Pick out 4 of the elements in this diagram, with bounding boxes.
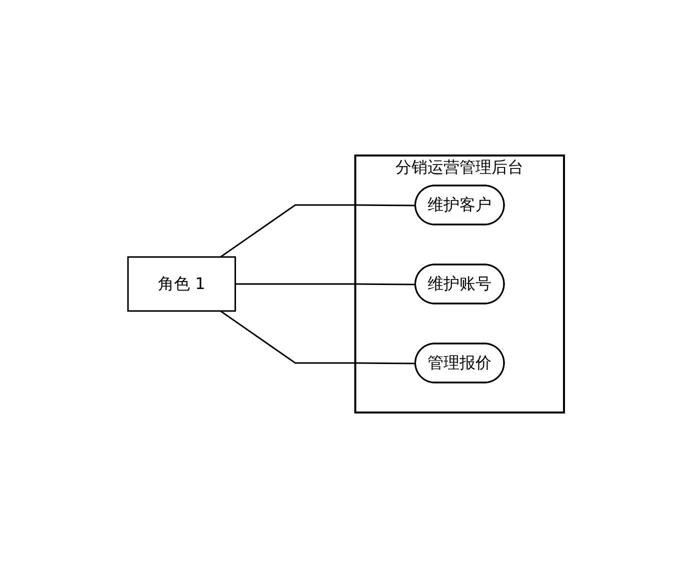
connector: [234, 283, 416, 286]
connector: [220, 204, 416, 258]
node-box: 角色 1: [126, 256, 236, 312]
connector: [220, 310, 416, 364]
